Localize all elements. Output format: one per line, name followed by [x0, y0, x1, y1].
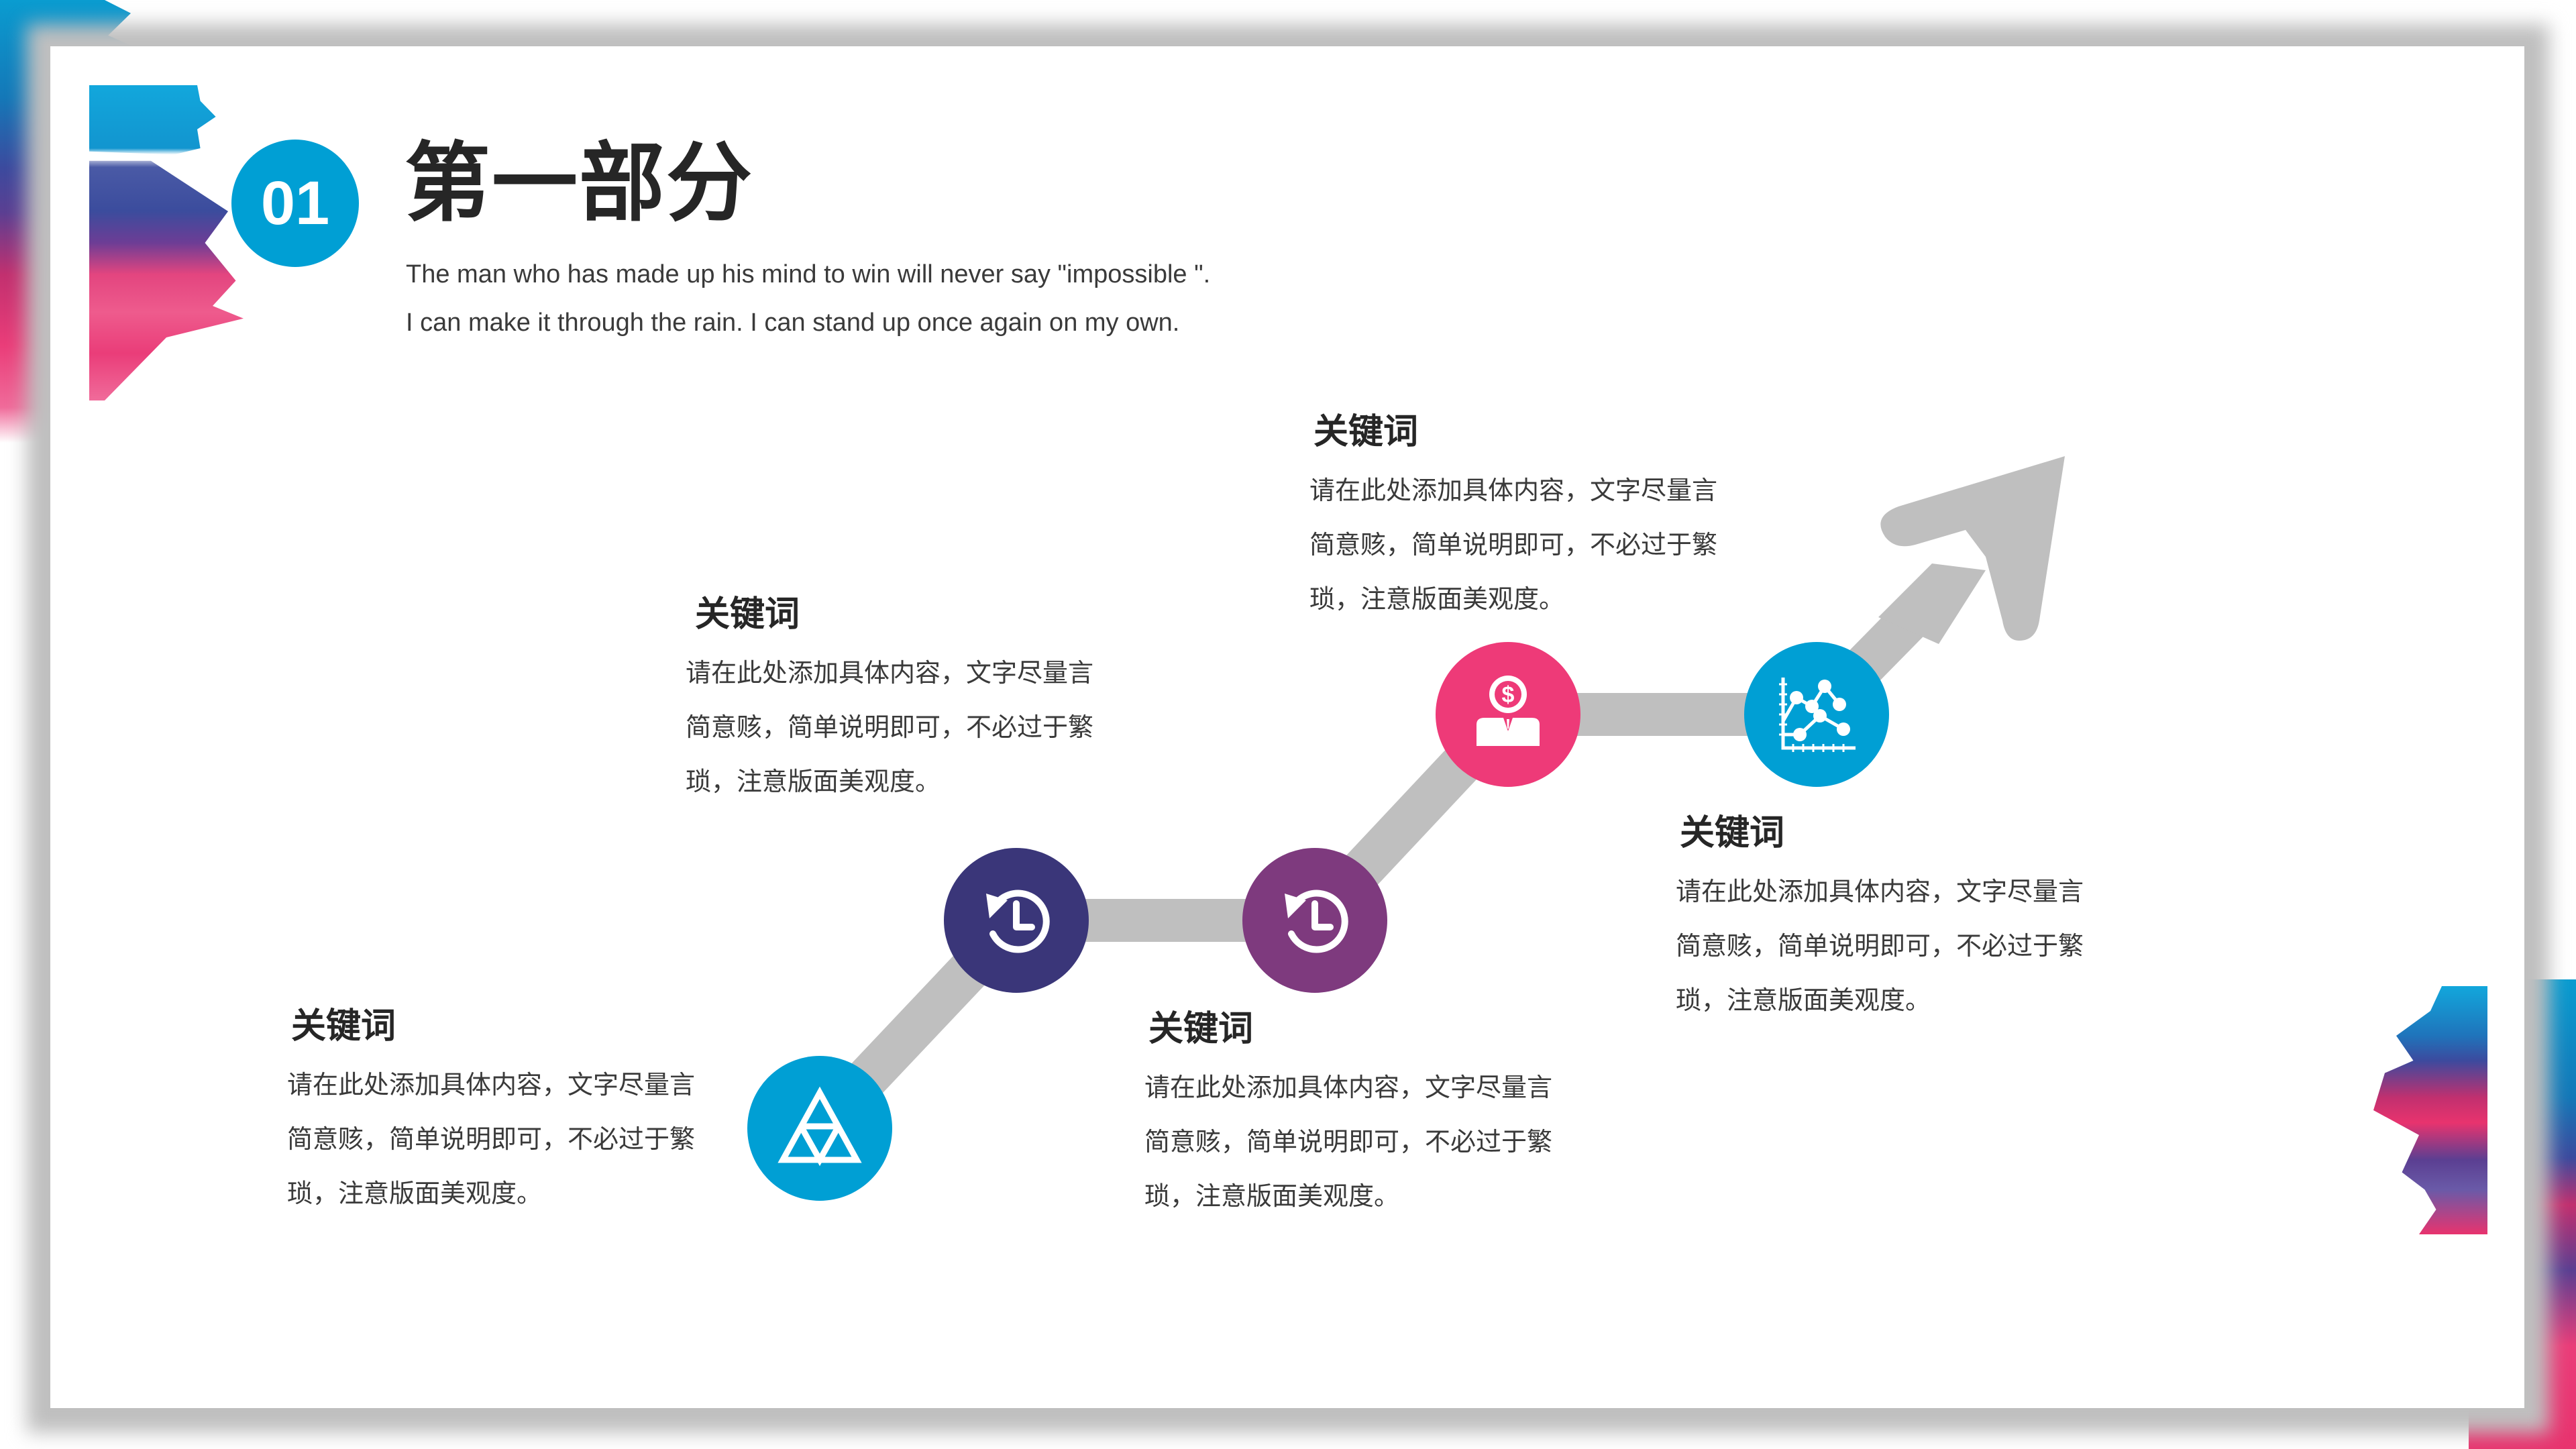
line-chart-icon	[1779, 678, 1856, 752]
step-node-5	[1744, 642, 1889, 787]
step-3-title: 关键词	[1148, 1010, 1254, 1049]
arrow-head-icon	[1880, 456, 2065, 641]
step-node-3	[1242, 848, 1387, 993]
step-2-title: 关键词	[695, 595, 800, 634]
section-number-badge: 01	[231, 140, 359, 267]
svg-text:$: $	[1502, 682, 1515, 708]
history-clock-icon	[1285, 890, 1348, 953]
step-2-text: 关键词 请在此处添加具体内容，文字尽量言 简意赅，简单说明即可，不必过于繁 琐，…	[686, 597, 1142, 810]
step-2-body: 请在此处添加具体内容，文字尽量言 简意赅，简单说明即可，不必过于繁 琐，注意版面…	[686, 659, 1094, 796]
step-node-1	[747, 1056, 892, 1201]
section-number: 01	[260, 168, 330, 237]
step-5-body: 请在此处添加具体内容，文字尽量言 简意赅，简单说明即可，不必过于繁 琐，注意版面…	[1676, 878, 2084, 1015]
triangle-icon	[777, 1086, 862, 1167]
slide-card	[50, 46, 2524, 1408]
step-1-title: 关键词	[291, 1007, 396, 1046]
step-3-body: 请在此处添加具体内容，文字尽量言 简意赅，简单说明即可，不必过于繁 琐，注意版面…	[1144, 1074, 1553, 1211]
step-1-body: 请在此处添加具体内容，文字尽量言 简意赅，简单说明即可，不必过于繁 琐，注意版面…	[287, 1071, 696, 1208]
step-1-text: 关键词 请在此处添加具体内容，文字尽量言 简意赅，简单说明即可，不必过于繁 琐，…	[287, 1009, 743, 1222]
subtitle-line-1: The man who has made up his mind to win …	[406, 260, 1211, 288]
step-5-text: 关键词 请在此处添加具体内容，文字尽量言 简意赅，简单说明即可，不必过于繁 琐，…	[1676, 816, 2132, 1028]
subtitle-line-2: I can make it through the rain. I can st…	[406, 309, 1180, 337]
history-clock-icon	[986, 890, 1050, 953]
step-4-title: 关键词	[1313, 413, 1419, 451]
step-4-body: 请在此处添加具体内容，文字尽量言 简意赅，简单说明即可，不必过于繁 琐，注意版面…	[1309, 477, 1718, 614]
step-node-2	[944, 848, 1089, 993]
step-5-title: 关键词	[1680, 814, 1785, 853]
step-3-text: 关键词 请在此处添加具体内容，文字尽量言 简意赅，简单说明即可，不必过于繁 琐，…	[1144, 1012, 1601, 1224]
step-node-4: $	[1436, 642, 1580, 787]
money-person-icon: $	[1477, 676, 1540, 746]
step-4-text: 关键词 请在此处添加具体内容，文字尽量言 简意赅，简单说明即可，不必过于繁 琐，…	[1309, 415, 1766, 627]
section-title: 第一部分	[405, 136, 754, 231]
